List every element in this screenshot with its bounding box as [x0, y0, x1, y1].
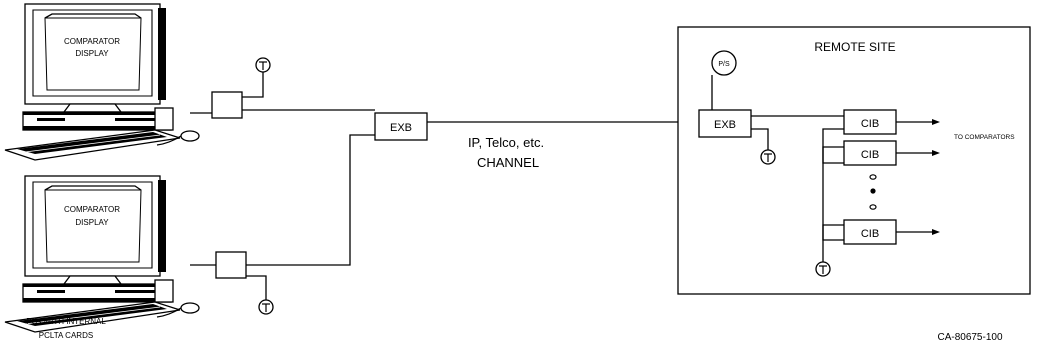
computer-icon	[4, 175, 200, 333]
exb-remote-box	[698, 109, 752, 138]
terminator-icon	[258, 299, 274, 315]
terminator-icon	[815, 261, 831, 277]
power-supply-icon	[711, 50, 737, 76]
output-arrows	[896, 119, 940, 235]
interface-box-top	[211, 91, 243, 119]
terminator-icon	[255, 57, 271, 73]
to-comparators-label: TO COMPARATORS	[954, 134, 1015, 141]
pcs-caption-line-1: PCs WITH INTERNAL	[26, 317, 106, 326]
continuation-dots	[869, 174, 877, 210]
pc-bottom	[4, 175, 200, 333]
cib-label-3: CIB	[861, 228, 879, 240]
cib-label-1: CIB	[861, 118, 879, 130]
pc-top-screen-label-2: DISPLAY	[75, 49, 109, 58]
cib-label-2: CIB	[861, 149, 879, 161]
channel-label-1: IP, Telco, etc.	[468, 135, 544, 150]
cib-box-1	[843, 109, 897, 135]
computer-icon	[4, 3, 200, 161]
channel-label-2: CHANNEL	[477, 155, 539, 170]
terminator-icon	[760, 149, 776, 165]
power-supply-label: P/S	[718, 61, 730, 68]
exb-left-box	[374, 112, 428, 141]
pc-bottom-screen-label-2: DISPLAY	[75, 218, 109, 227]
exb-remote-label: EXB	[714, 119, 736, 131]
drawing-number: CA-80675-100	[937, 332, 1002, 343]
remote-site-title: REMOTE SITE	[814, 40, 895, 54]
pc-top-screen-label-1: COMPARATOR	[64, 37, 120, 46]
exb-left-label: EXB	[390, 122, 412, 134]
interface-box-bottom	[215, 251, 247, 279]
pc-top	[4, 3, 200, 161]
cib-box-2	[843, 140, 897, 166]
pcs-caption-line-2: PCLTA CARDS	[39, 331, 93, 340]
pc-bottom-screen-label-1: COMPARATOR	[64, 205, 120, 214]
cib-box-3	[843, 219, 897, 245]
